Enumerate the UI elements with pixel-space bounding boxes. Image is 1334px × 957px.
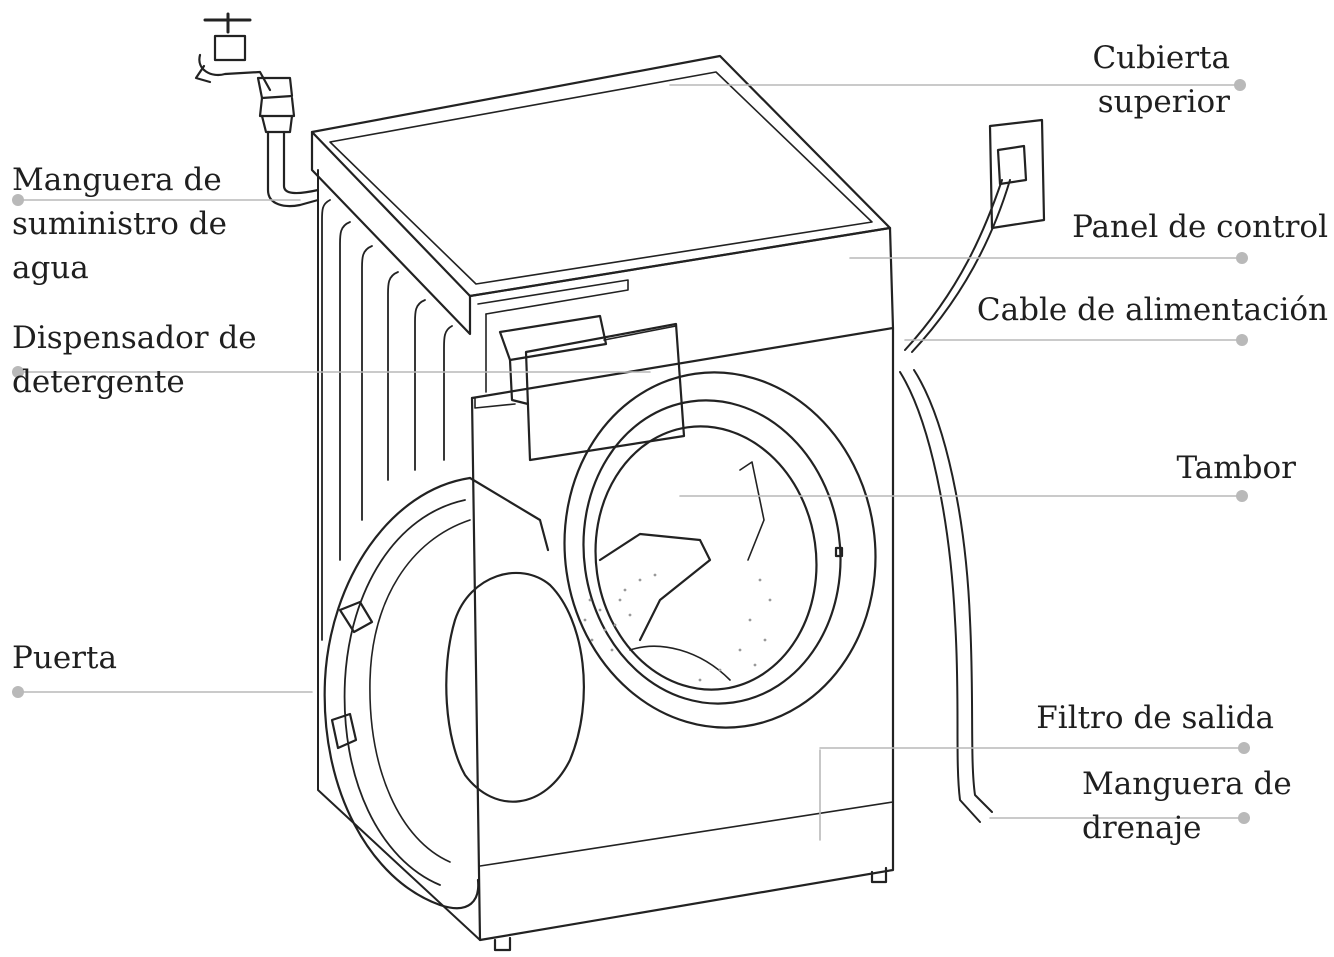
inlet-hose: [266, 130, 320, 208]
machine-body: [317, 169, 895, 952]
drum-perforations: [583, 573, 772, 682]
top-cover: [310, 54, 892, 336]
label-cubierta-superior: Cubierta superior: [1092, 40, 1230, 120]
label-dispensador: Dispensador de detergente: [12, 320, 257, 400]
detergent-dispenser: [474, 314, 686, 462]
drain-hose-shape: [899, 369, 993, 823]
label-manguera-suministro: Manguera de suministro de agua: [12, 162, 227, 286]
leader-lines: [17, 84, 1245, 841]
drum: [563, 371, 877, 729]
label-panel-control: Panel de control: [1072, 209, 1328, 245]
label-puerta: Puerta: [12, 640, 117, 676]
side-grooves: [321, 199, 453, 641]
label-manguera-drenaje: Manguera de drenaje: [1082, 766, 1292, 846]
label-filtro-salida: Filtro de salida: [1036, 700, 1274, 736]
label-cable-alimentacion: Cable de alimentación: [976, 292, 1328, 328]
water-tap: [194, 12, 296, 134]
label-tambor: Tambor: [1176, 450, 1296, 486]
door: [323, 476, 585, 910]
control-panel: [468, 226, 895, 400]
power-cable: [904, 118, 1046, 353]
leader-dots: [12, 79, 1250, 824]
